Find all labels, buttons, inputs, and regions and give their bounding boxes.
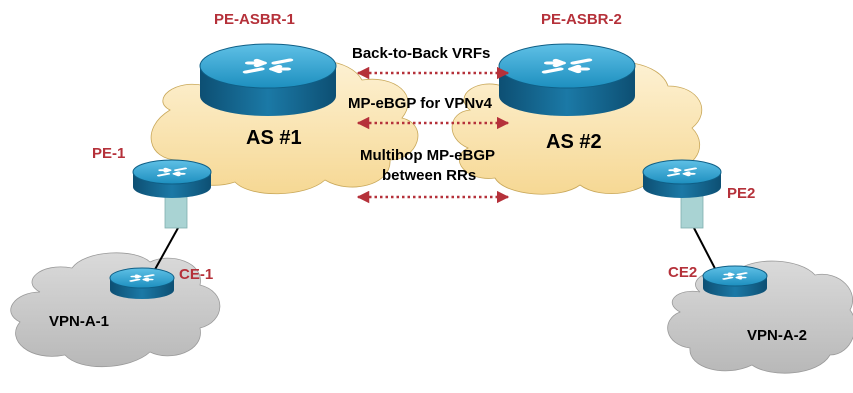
pe2-label: PE2: [727, 185, 756, 202]
vpn-a-1-label: VPN-A-1: [49, 313, 110, 330]
multihop-label-line1: Multihop MP-eBGP: [360, 147, 495, 164]
pe-1-router-icon: [132, 159, 212, 198]
pe2-router-icon: [642, 159, 722, 198]
pe-1-label: PE-1: [92, 145, 126, 162]
ce2-label: CE2: [668, 264, 698, 281]
pe1-interface: [164, 193, 188, 229]
as2-label: AS #2: [546, 131, 602, 153]
as1-label: AS #1: [246, 127, 302, 149]
pe-asbr-1-label: PE-ASBR-1: [214, 11, 295, 28]
pe2-interface: [680, 193, 704, 229]
vpn-a-2-label: VPN-A-2: [747, 327, 808, 344]
ce2-router-icon: [702, 265, 768, 297]
pe-asbr-2-router-icon: [498, 43, 636, 116]
pe-asbr-2-label: PE-ASBR-2: [541, 11, 622, 28]
mp-ebgp-label: MP-eBGP for VPNv4: [348, 95, 492, 112]
multihop-label-line2: between RRs: [382, 167, 477, 184]
back-to-back-label: Back-to-Back VRFs: [352, 45, 491, 62]
ce-1-router-icon: [109, 267, 175, 299]
ce-1-label: CE-1: [179, 266, 214, 283]
pe-asbr-1-router-icon: [199, 43, 337, 116]
